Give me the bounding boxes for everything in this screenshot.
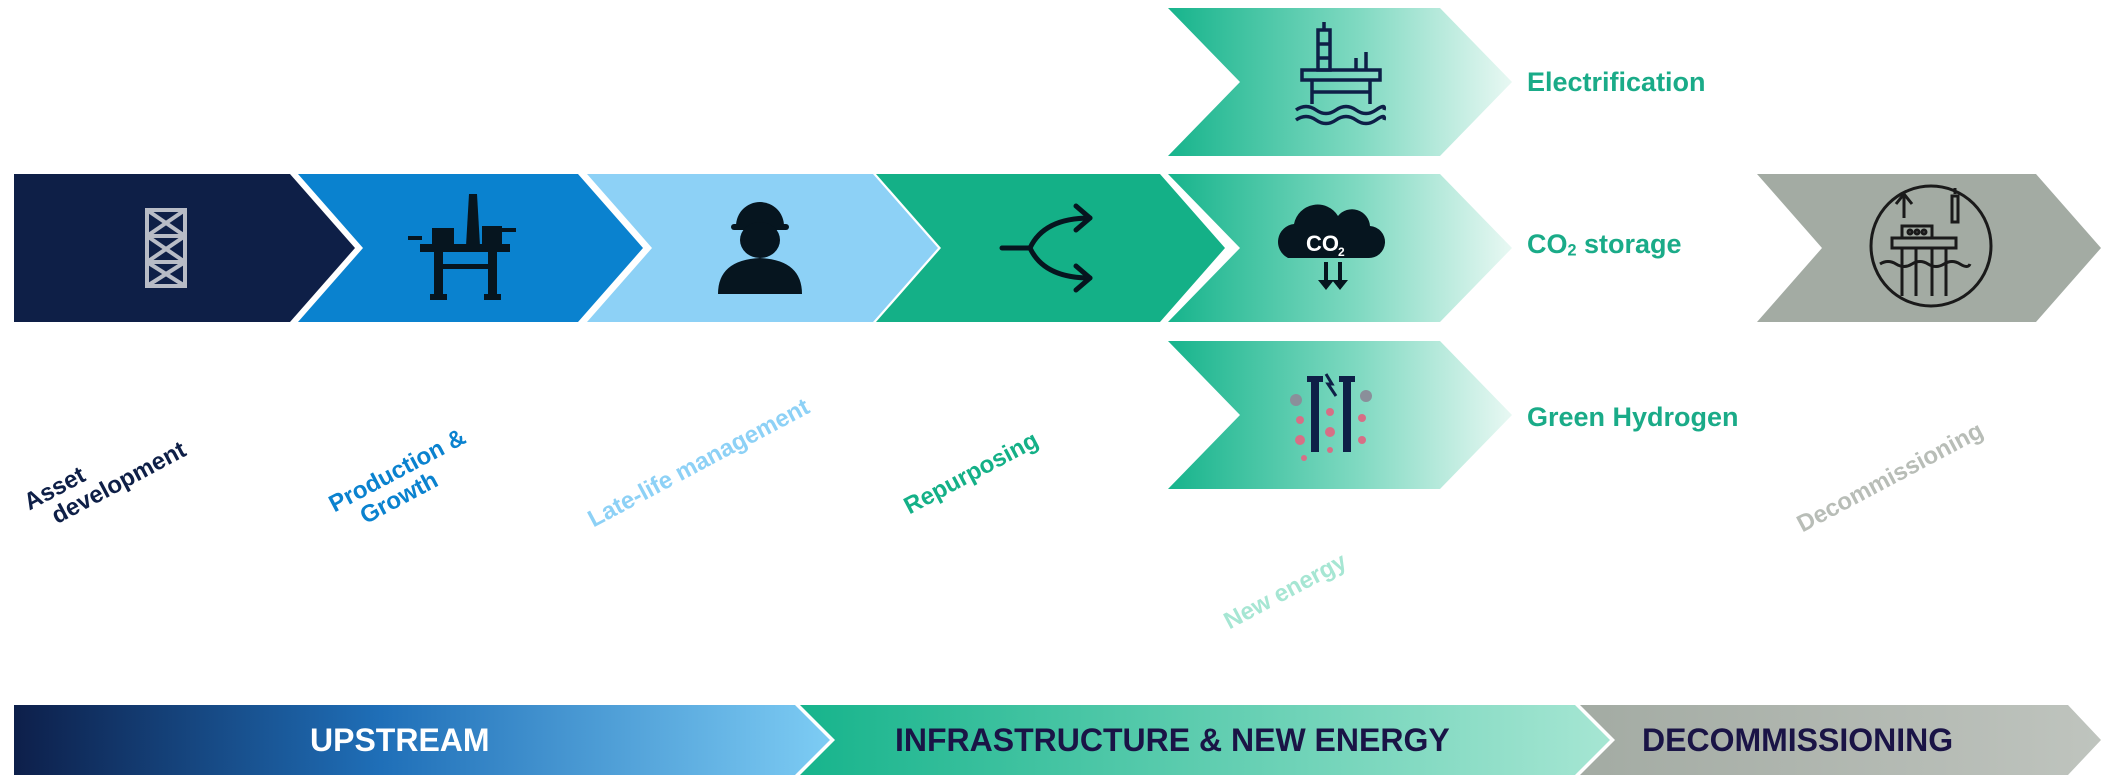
co2-subscript: 2 xyxy=(1567,241,1577,260)
split-arrows-icon xyxy=(999,203,1093,293)
band-upstream xyxy=(14,705,830,775)
decommission-platform-icon xyxy=(1869,184,1993,308)
co2-icon-subscript: 2 xyxy=(1338,245,1345,259)
chevron-green-hydrogen xyxy=(1168,341,1512,489)
label-co2-storage: CO2 storage xyxy=(1527,230,1682,259)
label-electrification: Electrification xyxy=(1527,67,1706,97)
phase-chevrons xyxy=(14,174,1225,322)
scaffold-icon xyxy=(145,208,187,288)
bottom-bands xyxy=(14,705,2101,775)
hydrogen-electrolysis-icon xyxy=(1290,373,1372,461)
offshore-rig-icon xyxy=(1294,22,1387,126)
band-label-upstream: UPSTREAM xyxy=(310,722,490,758)
label-green-hydrogen: Green Hydrogen xyxy=(1527,402,1739,432)
oil-platform-icon xyxy=(408,194,516,300)
band-infrastructure xyxy=(800,705,1610,775)
co2-prefix: CO xyxy=(1527,229,1568,259)
chevron-repurposing xyxy=(876,174,1225,322)
chevron-electrification xyxy=(1168,8,1512,156)
band-label-decommissioning: DECOMMISSIONING xyxy=(1642,722,1954,758)
co2-suffix: storage xyxy=(1576,229,1682,259)
band-label-infrastructure: INFRASTRUCTURE & NEW ENERGY xyxy=(895,722,1450,758)
worker-icon xyxy=(718,202,802,294)
band-decommissioning xyxy=(1580,705,2101,775)
co2-cloud-icon: CO 2 xyxy=(1278,204,1386,290)
co2-icon-text: CO xyxy=(1306,231,1339,256)
